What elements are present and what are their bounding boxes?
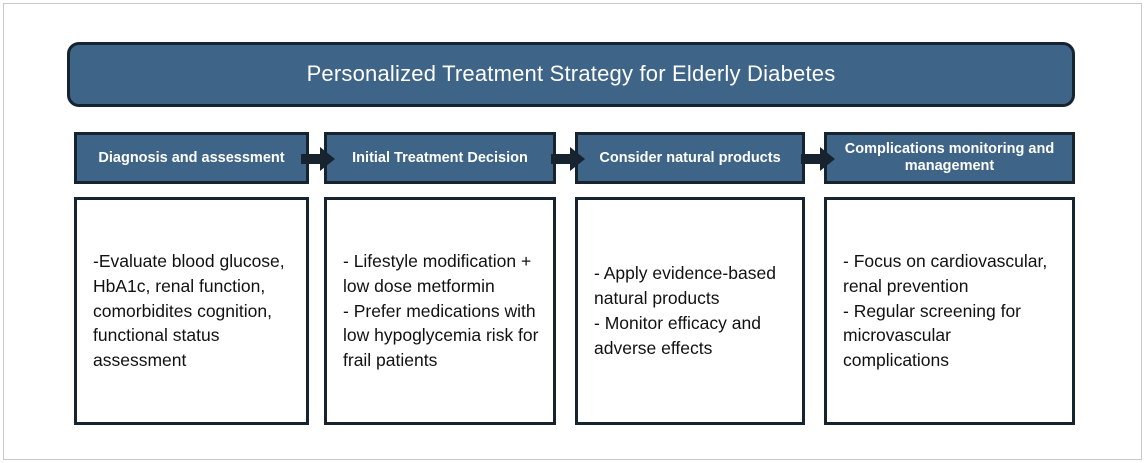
stage-body-4: - Focus on cardiovascular, renal prevent…	[824, 197, 1075, 425]
arrow-right-icon	[301, 147, 335, 171]
stage-header-4[interactable]: Complications monitoring and management	[824, 132, 1075, 184]
arrow-right-icon	[551, 147, 585, 171]
stage-header-label-1: Diagnosis and assessment	[98, 149, 285, 166]
stage-column-1: Diagnosis and assessment -Evaluate blood…	[74, 132, 309, 425]
stage-body-3: - Apply evidence-based natural products …	[575, 197, 805, 425]
stage-body-2: - Lifestyle modification + low dose metf…	[324, 197, 556, 425]
figure-title-banner: Personalized Treatment Strategy for Elde…	[67, 42, 1075, 107]
figure-title: Personalized Treatment Strategy for Elde…	[306, 61, 836, 87]
stage-column-4: Complications monitoring and management …	[824, 132, 1075, 425]
stage-header-1[interactable]: Diagnosis and assessment	[74, 132, 309, 184]
stage-body-text-1: -Evaluate blood glucose, HbA1c, renal fu…	[93, 250, 285, 371]
arrow-right-icon	[801, 147, 835, 171]
stage-column-2: Initial Treatment Decision - Lifestyle m…	[324, 132, 556, 425]
stage-body-text-2: - Lifestyle modification + low dose metf…	[343, 250, 539, 371]
stage-body-text-3: - Apply evidence-based natural products …	[594, 263, 776, 358]
stage-header-label-4: Complications monitoring and management	[844, 141, 1055, 174]
stage-body-1: -Evaluate blood glucose, HbA1c, renal fu…	[74, 197, 309, 425]
stage-header-3[interactable]: Consider natural products	[575, 132, 805, 184]
stage-header-2[interactable]: Initial Treatment Decision	[324, 132, 556, 184]
stage-body-text-4: - Focus on cardiovascular, renal prevent…	[843, 250, 1048, 371]
stage-header-label-2: Initial Treatment Decision	[352, 149, 528, 166]
stage-column-3: Consider natural products - Apply eviden…	[575, 132, 805, 425]
stage-header-label-3: Consider natural products	[599, 149, 781, 166]
